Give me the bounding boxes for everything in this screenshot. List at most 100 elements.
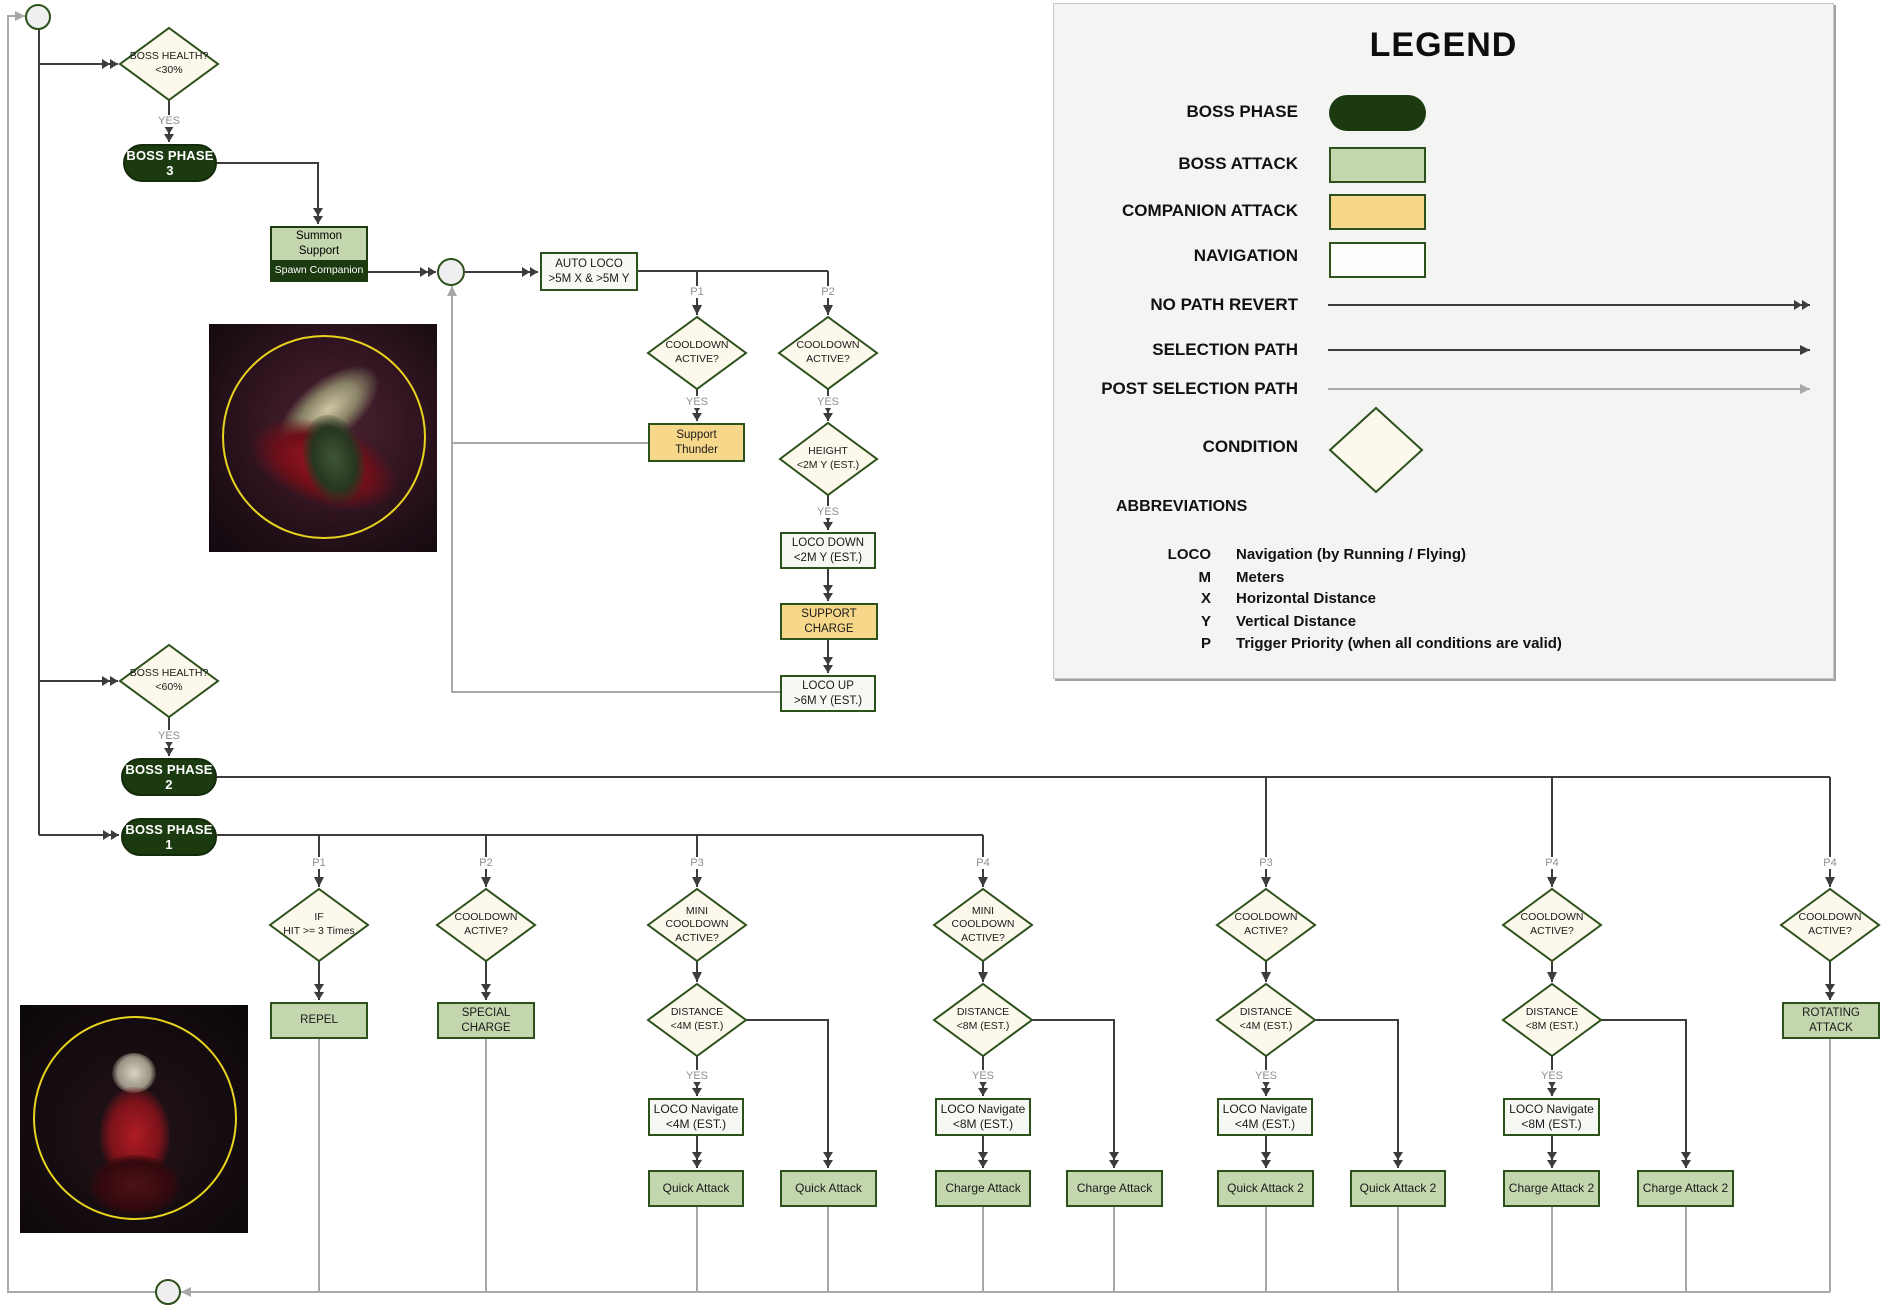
start-node: [25, 4, 51, 30]
summon-support-label: Summon Support: [295, 230, 343, 257]
priority-label-col6: P4: [1543, 857, 1561, 869]
condition-col7: COOLDOWN ACTIVE?: [1798, 911, 1862, 937]
abbr-loco: LOCO: [1167, 546, 1211, 563]
charge-attack-alt-node: Charge Attack: [1066, 1170, 1163, 1207]
legend-label-navigation: NAVIGATION: [1193, 246, 1298, 265]
condition-col1: IF HIT >= 3 Times: [283, 911, 355, 937]
legend-swatch-companion-attack: [1329, 194, 1426, 230]
abbr-m: M: [1198, 569, 1212, 586]
condition-height-shape: [778, 421, 879, 497]
yes-label: YES: [814, 506, 842, 518]
condition-boss-health-30-shape: [118, 26, 220, 102]
legend-label-selection-path: SELECTION PATH: [1152, 340, 1298, 359]
legend-swatch-boss-phase: [1329, 95, 1426, 131]
priority-label-col5: P3: [1257, 857, 1275, 869]
quick-attack-node: Quick Attack: [648, 1170, 744, 1207]
boss-phase-3-pill: BOSS PHASE 3: [123, 144, 217, 182]
summon-support-node: Summon Support Spawn Companion: [270, 226, 368, 282]
priority-label-col7: P4: [1821, 857, 1839, 869]
condition-boss-health-30: BOSS HEALTH? <30%: [129, 50, 209, 76]
junction-node: [437, 258, 465, 286]
legend-label-post-selection: POST SELECTION PATH: [1101, 379, 1298, 398]
legend-panel: LEGEND BOSS PHASE BOSS ATTACK COMPANION …: [1053, 3, 1834, 679]
spawn-companion-label: Spawn Companion: [272, 260, 366, 280]
priority-p2-label: P2: [819, 286, 837, 298]
condition-height: HEIGHT <2M Y (EST.): [796, 445, 860, 471]
charge-attack-2-alt-node: Charge Attack 2: [1637, 1170, 1734, 1207]
condition-dist-col5-shape: [1215, 982, 1317, 1058]
loco-navigate-col3: LOCO Navigate <4M (EST.): [648, 1098, 744, 1136]
condition-col6: COOLDOWN ACTIVE?: [1520, 911, 1584, 937]
priority-label-col1: P1: [310, 857, 328, 869]
yes-label: YES: [1252, 1070, 1280, 1082]
legend-label-companion-attack: COMPANION ATTACK: [1122, 201, 1298, 220]
yes-label: YES: [814, 396, 842, 408]
legend-title: LEGEND: [1369, 26, 1518, 64]
loco-navigate-col5: LOCO Navigate <4M (EST.): [1217, 1098, 1313, 1136]
charge-attack-node: Charge Attack: [935, 1170, 1031, 1207]
condition-dist-col6-shape: [1501, 982, 1603, 1058]
legend-swatch-navigation: [1329, 242, 1426, 278]
boss-highlight-circle-icon: [33, 1016, 237, 1220]
quick-attack-2-alt-node: Quick Attack 2: [1350, 1170, 1446, 1207]
condition-col3-shape: [646, 887, 748, 963]
condition-dist-col4-shape: [932, 982, 1034, 1058]
condition-col4: MINI COOLDOWN ACTIVE?: [951, 904, 1015, 944]
condition-dist-col4: DISTANCE <8M (EST.): [956, 1006, 1010, 1032]
legend-label-no-path-revert: NO PATH REVERT: [1150, 295, 1298, 314]
condition-boss-health-60-shape: [118, 643, 220, 719]
quick-attack-alt-node: Quick Attack: [780, 1170, 877, 1207]
rotating-attack-node: ROTATING ATTACK: [1782, 1002, 1880, 1039]
charge-attack-2-node: Charge Attack 2: [1503, 1170, 1600, 1207]
yes-label: YES: [155, 115, 183, 127]
priority-label-col2: P2: [477, 857, 495, 869]
condition-dist-col6: DISTANCE <8M (EST.): [1525, 1006, 1579, 1032]
abbr-x-meaning: Horizontal Distance: [1236, 590, 1377, 607]
condition-col1-shape: [268, 887, 370, 963]
condition-cooldown-p1: COOLDOWN ACTIVE?: [665, 339, 729, 365]
repel-node: REPEL: [270, 1002, 368, 1039]
condition-col4-shape: [932, 887, 1034, 963]
condition-col5-shape: [1215, 887, 1317, 963]
boss-screenshot: [20, 1005, 248, 1233]
loco-navigate-col6: LOCO Navigate <8M (EST.): [1503, 1098, 1600, 1136]
support-thunder-node: Support Thunder: [648, 423, 745, 462]
condition-col5: COOLDOWN ACTIVE?: [1234, 911, 1298, 937]
condition-dist-col3-shape: [646, 982, 748, 1058]
priority-label-col3: P3: [688, 857, 706, 869]
loco-down-node: LOCO DOWN <2M Y (EST.): [780, 532, 876, 569]
legend-swatch-boss-attack: [1329, 147, 1426, 183]
condition-dist-col5: DISTANCE <4M (EST.): [1239, 1006, 1293, 1032]
abbr-x: X: [1200, 590, 1211, 607]
condition-col7-shape: [1779, 887, 1881, 963]
quick-attack-2-node: Quick Attack 2: [1217, 1170, 1314, 1207]
condition-cooldown-p1-shape: [646, 315, 748, 391]
yes-label: YES: [683, 1070, 711, 1082]
abbr-y-meaning: Vertical Distance: [1236, 613, 1357, 630]
priority-p1-label: P1: [688, 286, 706, 298]
companion-screenshot: [209, 324, 437, 552]
loco-navigate-col4: LOCO Navigate <8M (EST.): [935, 1098, 1031, 1136]
yes-label: YES: [683, 396, 711, 408]
condition-col6-shape: [1501, 887, 1603, 963]
condition-col3: MINI COOLDOWN ACTIVE?: [665, 904, 729, 944]
special-charge-node: SPECIAL CHARGE: [437, 1002, 535, 1039]
support-charge-node: SUPPORT CHARGE: [780, 603, 878, 640]
legend-condition-shape: [1328, 406, 1424, 494]
abbr-p: P: [1200, 635, 1211, 652]
priority-label-col4: P4: [974, 857, 992, 869]
companion-highlight-circle-icon: [222, 335, 426, 539]
abbr-loco-meaning: Navigation (by Running / Flying): [1236, 546, 1466, 563]
auto-loco-node: AUTO LOCO >5M X & >5M Y: [540, 252, 638, 291]
abbr-m-meaning: Meters: [1236, 569, 1285, 586]
loco-up-node: LOCO UP >6M Y (EST.): [780, 675, 876, 712]
condition-cooldown-p2: COOLDOWN ACTIVE?: [796, 339, 860, 365]
condition-dist-col3: DISTANCE <4M (EST.): [670, 1006, 724, 1032]
abbr-p-meaning: Trigger Priority (when all conditions ar…: [1236, 635, 1562, 652]
condition-boss-health-60: BOSS HEALTH? <60%: [129, 667, 209, 693]
abbr-y: Y: [1200, 613, 1211, 630]
legend-label-condition: CONDITION: [1202, 437, 1298, 456]
end-node: [155, 1279, 181, 1305]
legend-label-boss-attack: BOSS ATTACK: [1178, 154, 1298, 173]
